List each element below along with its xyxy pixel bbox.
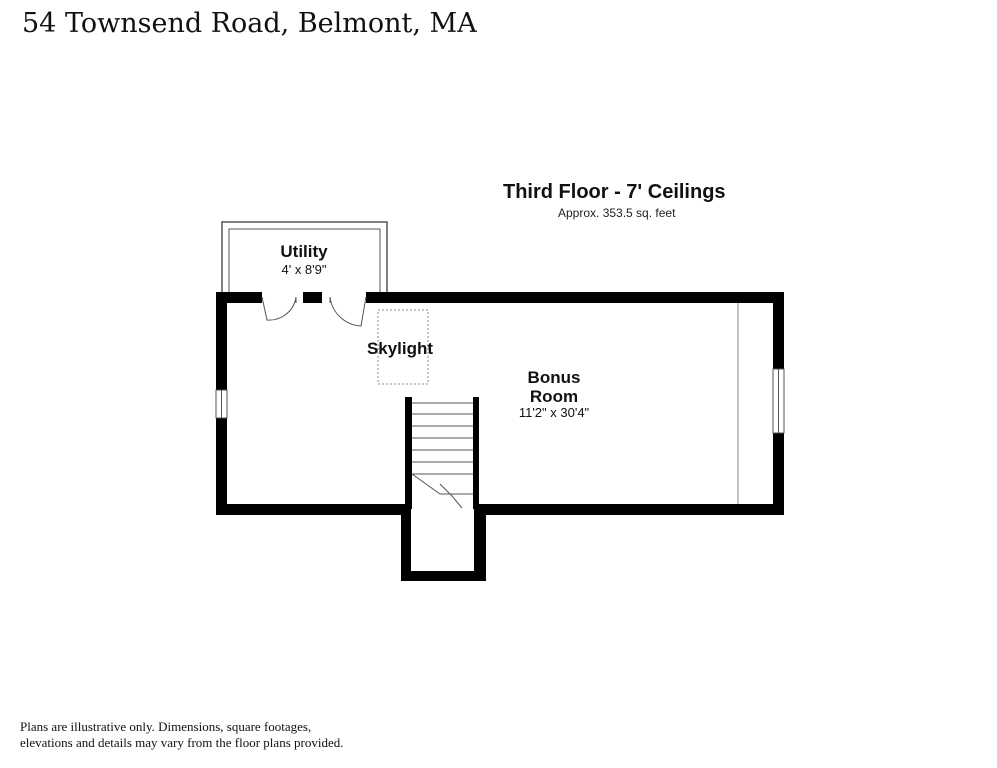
utility-label: Utility (280, 242, 328, 261)
stair-wall-right (474, 504, 486, 581)
property-address: 54 Townsend Road, Belmont, MA (22, 8, 477, 39)
stair-partition-right (473, 397, 479, 509)
top-wall-right (366, 292, 784, 303)
top-wall-left (216, 292, 262, 303)
left-wall-upper (216, 292, 227, 390)
right-wall-lower (773, 433, 784, 515)
utility-door-left-swing (261, 296, 297, 321)
utility-doors (261, 296, 367, 327)
right-wall-upper (773, 292, 784, 369)
floor-title: Third Floor - 7' Ceilings (503, 181, 726, 203)
utility-outer-wall (221, 221, 388, 297)
stairs (411, 402, 473, 509)
bonus-room-dimensions: 11'2" x 30'4" (519, 405, 590, 420)
stair-wall-left (401, 504, 411, 581)
utility-inner-wall (228, 228, 381, 297)
utility-dimensions: 4' x 8'9" (282, 262, 327, 277)
skylight-label: Skylight (367, 339, 433, 358)
windows (215, 368, 785, 434)
utility-door-right-swing (329, 296, 367, 327)
floor-area: Approx. 353.5 sq. feet (558, 206, 676, 220)
left-wall-lower (216, 418, 227, 515)
top-wall-mid (303, 292, 322, 303)
stair-wall-bottom (401, 571, 486, 581)
disclaimer-line: elevations and details may vary from the… (20, 735, 344, 750)
bottom-wall-right (474, 504, 784, 515)
disclaimer: Plans are illustrative only. Dimensions,… (20, 719, 380, 751)
skylight-outline (377, 309, 429, 385)
stair-landing (411, 473, 473, 495)
bonus-room-label-line1: Bonus (528, 368, 581, 387)
main-walls (216, 292, 784, 581)
disclaimer-line: Plans are illustrative only. Dimensions,… (20, 719, 312, 734)
stair-break-line (439, 483, 463, 509)
bottom-wall-left (216, 504, 411, 515)
utility-closet (221, 221, 388, 297)
bonus-room-label-line2: Room (530, 387, 578, 406)
stair-partition-left (405, 397, 412, 509)
